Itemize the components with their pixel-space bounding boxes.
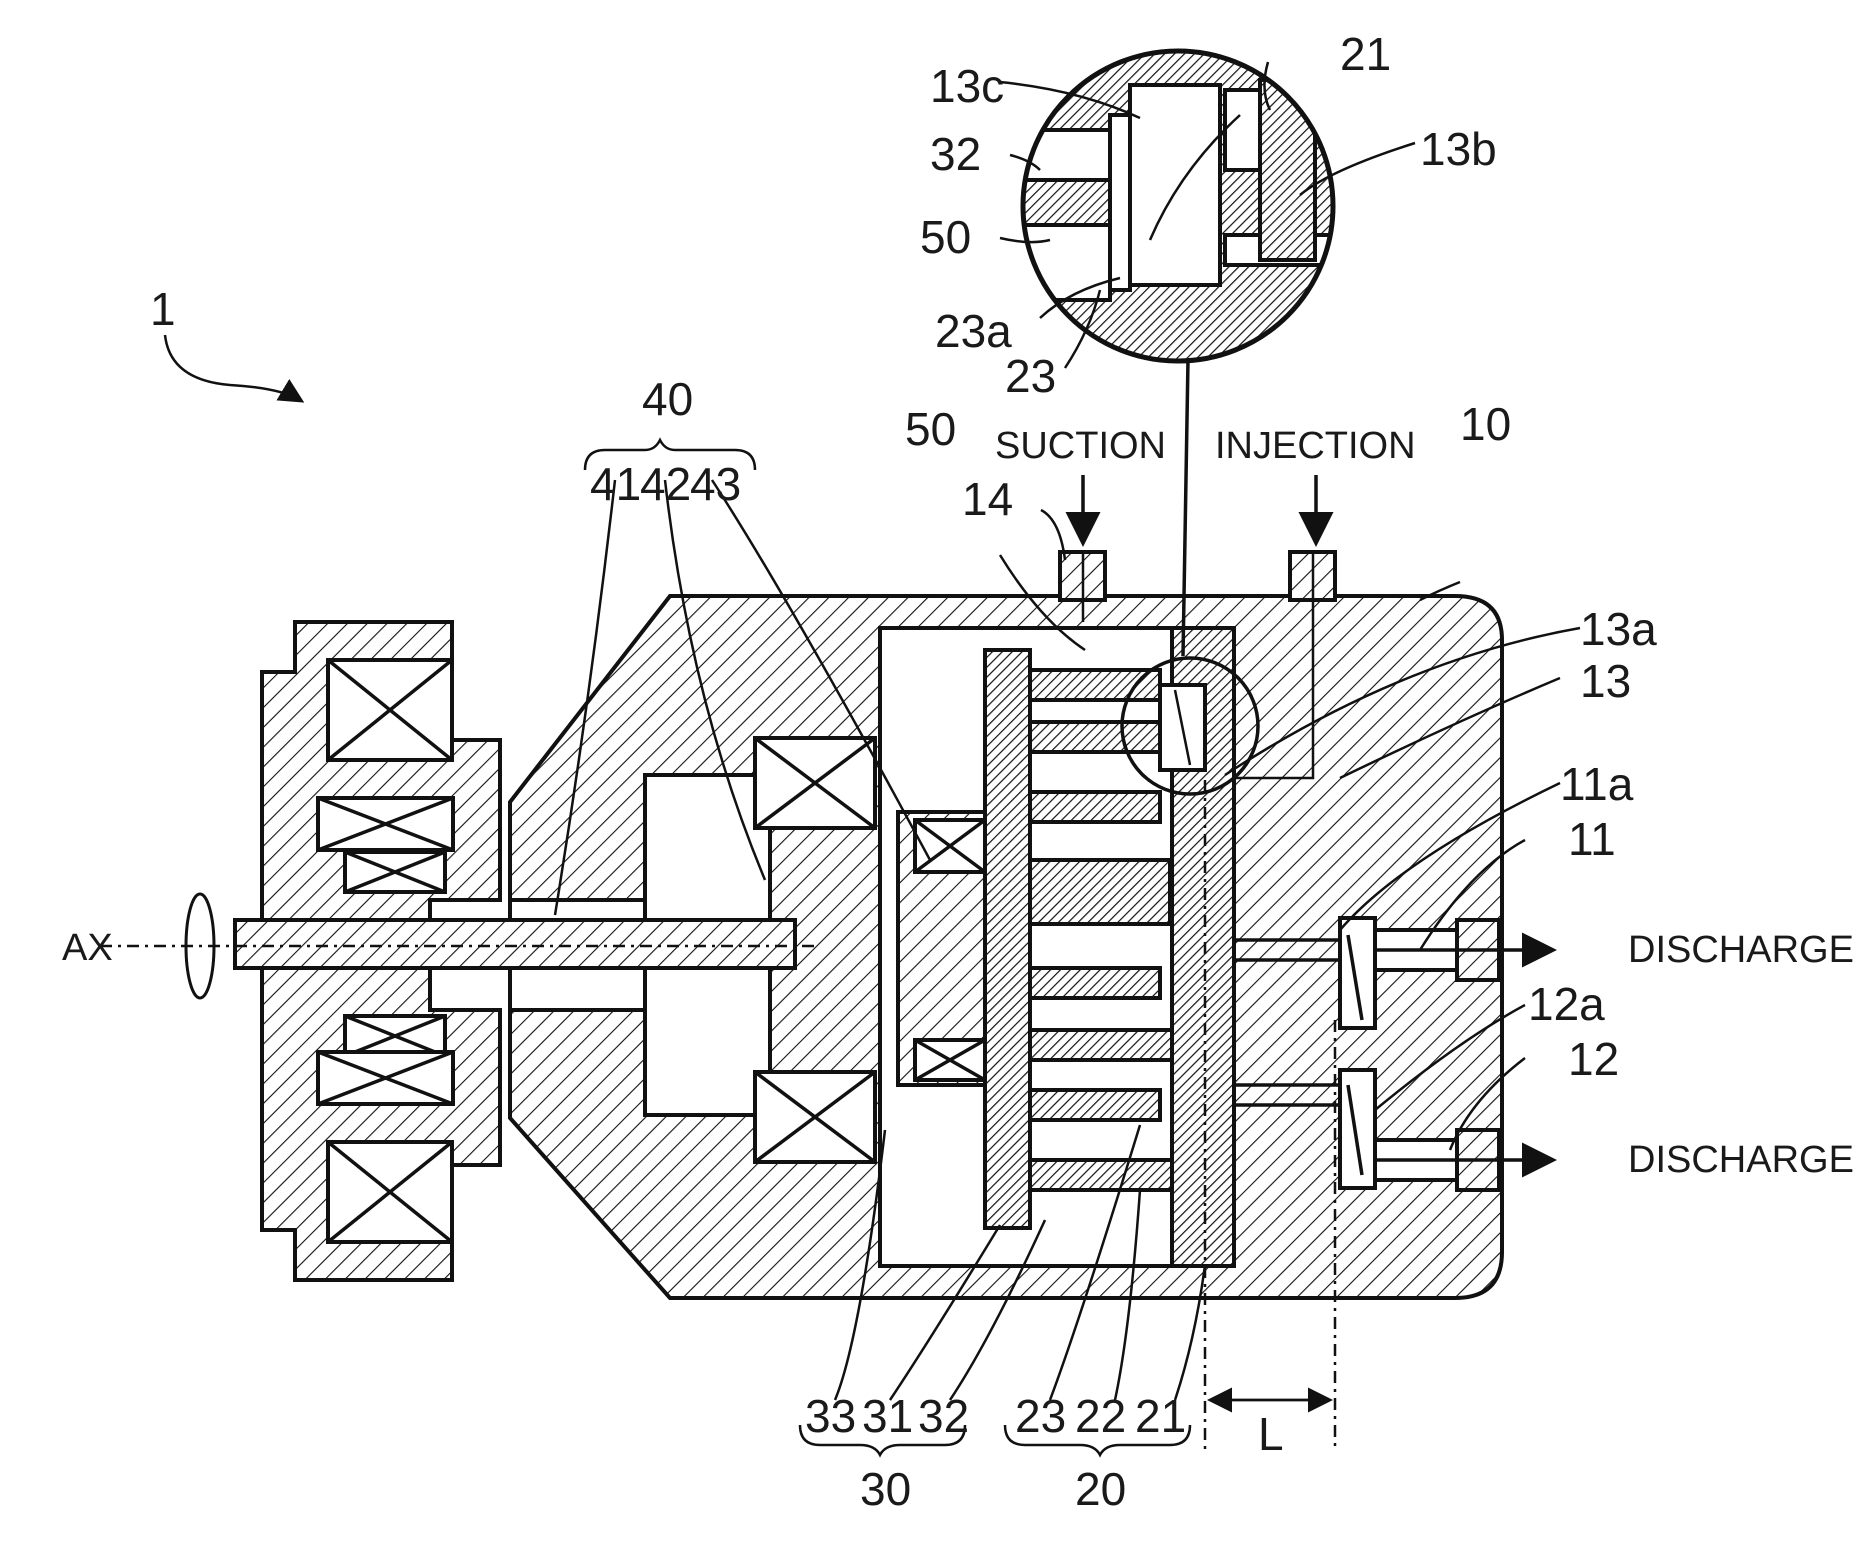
label-group-30: 30 — [860, 1463, 911, 1515]
label-detail-23: 23 — [1005, 350, 1056, 402]
label-detail-32: 32 — [930, 128, 981, 180]
label-dim-L: L — [1258, 1408, 1284, 1460]
label-ref-13: 13 — [1580, 655, 1631, 707]
label-ref-11: 11 — [1568, 813, 1616, 865]
main-bearing-lower — [755, 1072, 875, 1162]
label-ref-32-bottom: 32 — [918, 1390, 969, 1442]
label-ref-12: 12 — [1568, 1033, 1619, 1085]
label-ref-10: 10 — [1460, 398, 1511, 450]
lower-bearing — [318, 1052, 453, 1104]
label-suction: SUCTION — [995, 425, 1166, 467]
label-detail-50: 50 — [920, 211, 971, 263]
label-ref-14: 14 — [962, 473, 1013, 525]
upper-bearing — [318, 798, 453, 850]
label-ref-41: 41 — [590, 458, 641, 510]
label-ref-33: 33 — [805, 1390, 856, 1442]
label-detail-21: 21 — [1340, 28, 1391, 80]
label-discharge-upper: DISCHARGE — [1628, 929, 1854, 971]
shaft-bearing-upper — [345, 852, 445, 892]
drive-shaft — [100, 920, 820, 968]
label-ref-43: 43 — [690, 458, 741, 510]
label-ref-21-bottom: 21 — [1135, 1390, 1186, 1442]
label-injection: INJECTION — [1215, 425, 1416, 467]
label-ref-42: 42 — [640, 458, 691, 510]
upper-coil — [328, 660, 452, 760]
eccentric-hub — [898, 812, 990, 1085]
label-ref-13a: 13a — [1580, 603, 1657, 655]
label-group-20: 20 — [1075, 1463, 1126, 1515]
label-ref-12a: 12a — [1528, 978, 1605, 1030]
label-ref-50-main: 50 — [905, 403, 956, 455]
label-detail-13b: 13b — [1420, 123, 1497, 175]
label-ref-22: 22 — [1075, 1390, 1126, 1442]
label-group-40: 40 — [642, 373, 693, 425]
label-ref-11a: 11a — [1560, 758, 1634, 810]
label-axis: AX — [62, 927, 113, 969]
label-device: 1 — [150, 283, 176, 335]
main-bearing-upper — [755, 738, 875, 828]
lower-coil — [328, 1142, 452, 1242]
label-detail-13c: 13c — [930, 60, 1004, 112]
label-detail-23a: 23a — [935, 305, 1012, 357]
label-ref-23-bottom: 23 — [1015, 1390, 1066, 1442]
label-discharge-lower: DISCHARGE — [1628, 1139, 1854, 1181]
label-ref-31: 31 — [862, 1390, 913, 1442]
